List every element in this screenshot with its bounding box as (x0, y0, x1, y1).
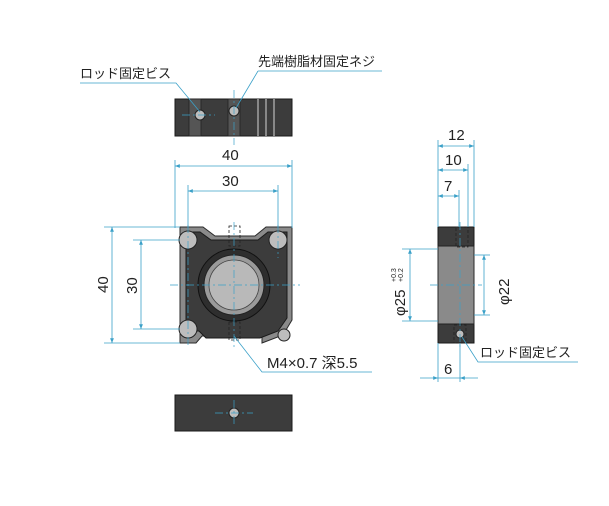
dim-outer-diameter: φ22 (496, 279, 513, 305)
dim-front-width: 40 (222, 147, 239, 164)
dim-bore-diameter: φ25 (392, 290, 409, 316)
label-rod-screw-side: ロッド固定ビス (480, 345, 571, 360)
dim-front-hole-pitch-x: 30 (222, 173, 239, 190)
side-view: 12 10 7 φ25 +0.3 +0.2 φ22 6 ロッド固定ビス (391, 127, 578, 382)
dim-bore-tol-lower: +0.2 (398, 268, 405, 282)
front-view: 40 30 40 30 M4×0.7 深5.5 (95, 147, 372, 373)
dim-side-7: 7 (444, 178, 452, 195)
dim-bore-tol-upper: +0.3 (391, 268, 398, 282)
dim-front-hole-pitch-y: 30 (124, 277, 141, 294)
dim-front-height: 40 (95, 276, 112, 293)
label-rod-screw-top: ロッド固定ビス (80, 66, 171, 81)
dim-side-width: 12 (448, 127, 465, 144)
dim-side-10: 10 (445, 152, 462, 169)
top-view: ロッド固定ビス 先端樹脂材固定ネジ (80, 54, 382, 145)
bottom-view (174, 394, 293, 432)
label-tapped-hole: M4×0.7 深5.5 (267, 355, 357, 372)
corner-hole-br (277, 328, 291, 342)
label-tip-resin-screw: 先端樹脂材固定ネジ (258, 54, 375, 69)
dim-side-bottom: 6 (444, 361, 452, 378)
